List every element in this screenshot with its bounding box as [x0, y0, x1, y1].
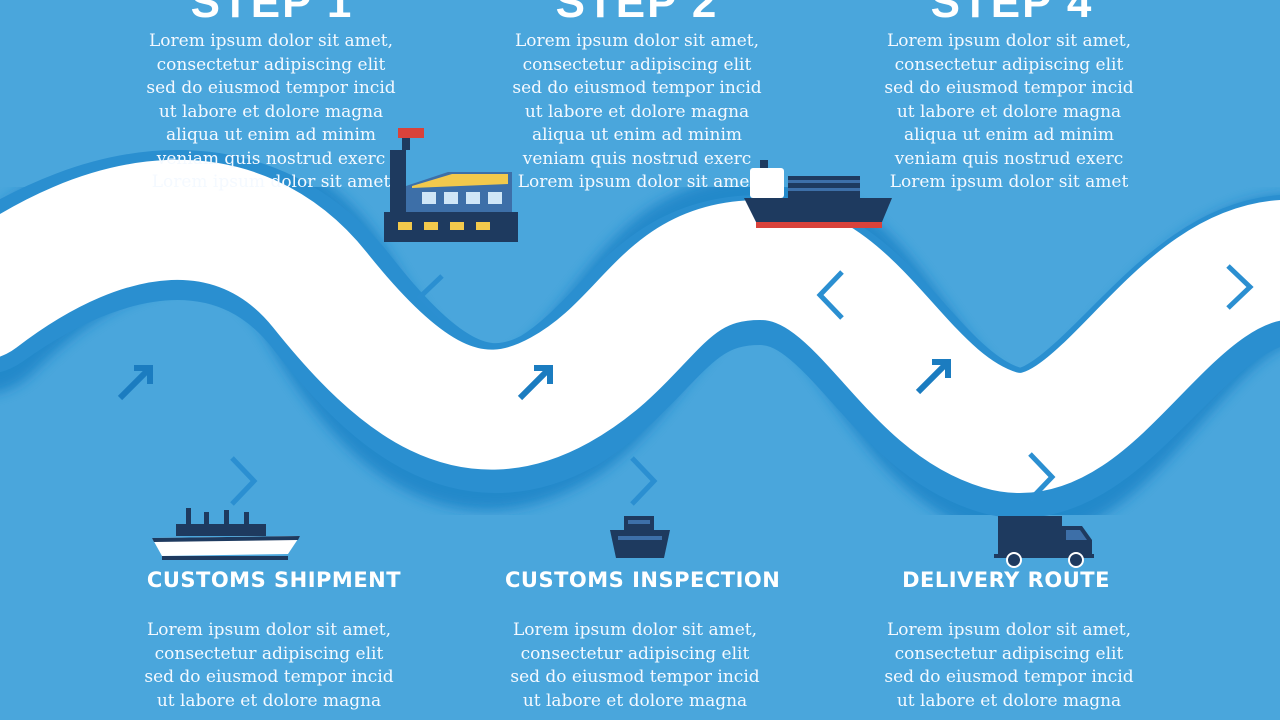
caption-customs-shipment: CUSTOMS SHIPMENT: [146, 568, 402, 592]
text-line: aliqua ut enim ad minim: [165, 125, 377, 145]
text-line: consectetur adipiscing elit: [154, 643, 384, 664]
text-line: aliqua ut enim ad minim: [531, 125, 743, 145]
ferry-icon: [152, 508, 300, 560]
chevron-right-icon: [1028, 452, 1056, 502]
step-2-bottom-description: Lorem ipsum dolor sit amet, consectetur …: [510, 619, 760, 713]
text-line: Lorem ipsum dolor sit amet: [151, 172, 391, 192]
caption-delivery-route: DELIVERY ROUTE: [902, 568, 1110, 592]
text-line: veniam quis nostrud exerc: [156, 148, 386, 169]
chevron-left-icon: [816, 270, 844, 320]
chevron-right-icon: [630, 456, 658, 506]
text-line: ut labore et dolore magna: [158, 101, 384, 122]
text-line: sed do eiusmod tempor incid: [884, 78, 1134, 98]
step-4-title: STEP 4: [930, 0, 1094, 27]
cargo-ship-icon: [744, 160, 892, 228]
text-line: sed do eiusmod tempor incid: [510, 667, 760, 687]
step-4-description: Lorem ipsum dolor sit amet, consectetur …: [884, 30, 1134, 195]
text-line: consectetur adipiscing elit: [894, 643, 1124, 664]
text-line: Lorem ipsum dolor sit amet,: [514, 31, 760, 51]
text-line: Lorem ipsum dolor sit amet,: [512, 620, 758, 640]
text-line: Lorem ipsum dolor sit amet,: [886, 31, 1132, 51]
text-line: veniam quis nostrud exerc: [894, 148, 1124, 169]
text-line: Lorem ipsum dolor sit amet,: [886, 620, 1132, 640]
cargo-box-icon: [610, 516, 670, 558]
step-2-title: STEP 2: [555, 0, 719, 27]
arrow-up-right-icon: [117, 365, 153, 401]
text-line: ut labore et dolore magna: [156, 690, 382, 711]
delivery-truck-icon: [994, 516, 1094, 568]
text-line: ut labore et dolore magna: [896, 101, 1122, 122]
text-line: sed do eiusmod tempor incid: [146, 78, 396, 98]
step-1-description: Lorem ipsum dolor sit amet, consectetur …: [146, 30, 396, 195]
text-line: consectetur adipiscing elit: [520, 643, 750, 664]
text-line: ut labore et dolore magna: [522, 690, 748, 711]
text-line: consectetur adipiscing elit: [156, 54, 386, 75]
step-1-title: STEP 1: [190, 0, 354, 27]
arrow-up-right-icon: [517, 365, 553, 401]
text-line: veniam quis nostrud exerc: [522, 148, 752, 169]
chevron-left-icon: [416, 274, 444, 320]
text-line: ut labore et dolore magna: [524, 101, 750, 122]
text-line: aliqua ut enim ad minim: [903, 125, 1115, 145]
factory-icon: [384, 128, 518, 242]
text-line: Lorem ipsum dolor sit amet,: [148, 31, 394, 51]
step-4-bottom-description: Lorem ipsum dolor sit amet, consectetur …: [884, 619, 1134, 713]
caption-customs-inspection: CUSTOMS INSPECTION: [505, 568, 781, 592]
chevron-right-icon: [230, 456, 258, 506]
step-1-bottom-description: Lorem ipsum dolor sit amet, consectetur …: [144, 619, 394, 713]
text-line: sed do eiusmod tempor incid: [512, 78, 762, 98]
chevron-right-icon: [1226, 264, 1254, 310]
text-line: Lorem ipsum dolor sit amet: [889, 172, 1129, 192]
text-line: ut labore et dolore magna: [896, 690, 1122, 711]
text-line: Lorem ipsum dolor sit amet,: [146, 620, 392, 640]
text-line: consectetur adipiscing elit: [522, 54, 752, 75]
road-surface: [0, 159, 1280, 493]
step-2-description: Lorem ipsum dolor sit amet, consectetur …: [512, 30, 762, 195]
text-line: Lorem ipsum dolor sit amet: [517, 172, 757, 192]
arrow-up-right-icon: [915, 359, 951, 395]
text-line: sed do eiusmod tempor incid: [144, 667, 394, 687]
text-line: consectetur adipiscing elit: [894, 54, 1124, 75]
text-line: sed do eiusmod tempor incid: [884, 667, 1134, 687]
